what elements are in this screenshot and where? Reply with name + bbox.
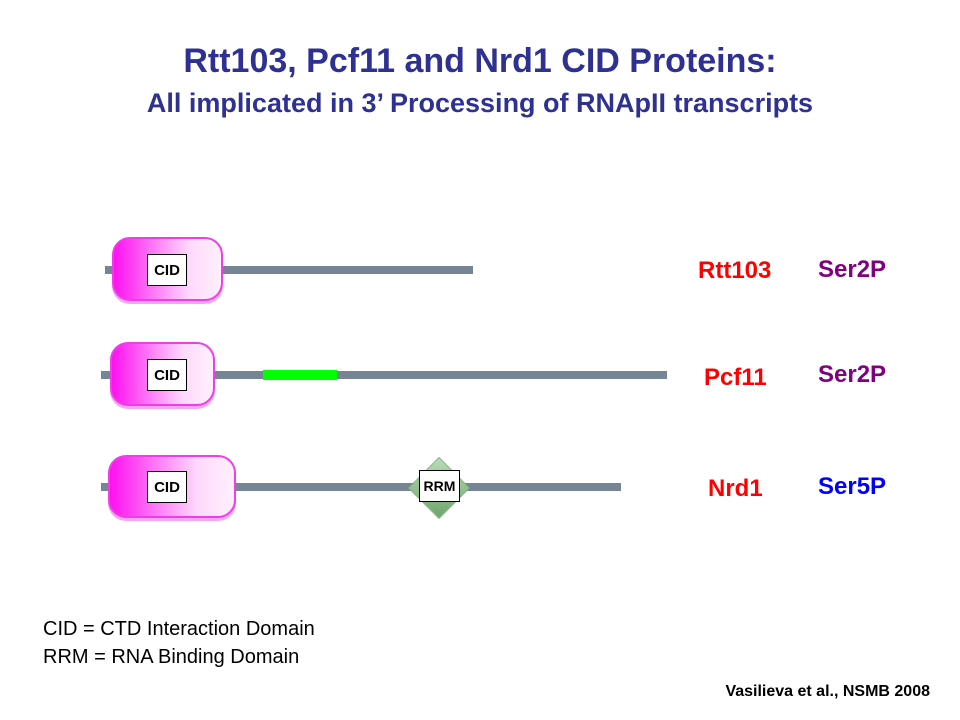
cid-label: CID (147, 254, 187, 286)
citation: Vasilieva et al., NSMB 2008 (725, 683, 930, 700)
slide-subtitle: All implicated in 3’ Processing of RNApI… (146, 88, 814, 118)
pcf11-protein-line (101, 371, 667, 379)
cid-label: CID (147, 359, 187, 391)
protein-name-nrd1: Nrd1 (708, 475, 763, 502)
ctd-mark-pcf11: Ser2P (818, 361, 887, 388)
ctd-mark-rtt103: Ser2P (818, 256, 887, 283)
slide-title: Rtt103, Pcf11 and Nrd1 CID Proteins: (183, 42, 777, 80)
legend-rrm: RRM = RNA Binding Domain (43, 646, 300, 668)
nrd1-protein-line (101, 483, 621, 491)
pcf11-green-region (263, 370, 337, 380)
rtt103-protein-line (105, 266, 473, 274)
rrm-label: RRM (419, 470, 460, 502)
ctd-mark-nrd1: Ser5P (818, 473, 887, 500)
protein-name-pcf11: Pcf11 (704, 364, 767, 391)
cid-label: CID (147, 471, 187, 503)
legend-cid: CID = CTD Interaction Domain (43, 618, 315, 640)
protein-name-rtt103: Rtt103 (698, 257, 772, 284)
